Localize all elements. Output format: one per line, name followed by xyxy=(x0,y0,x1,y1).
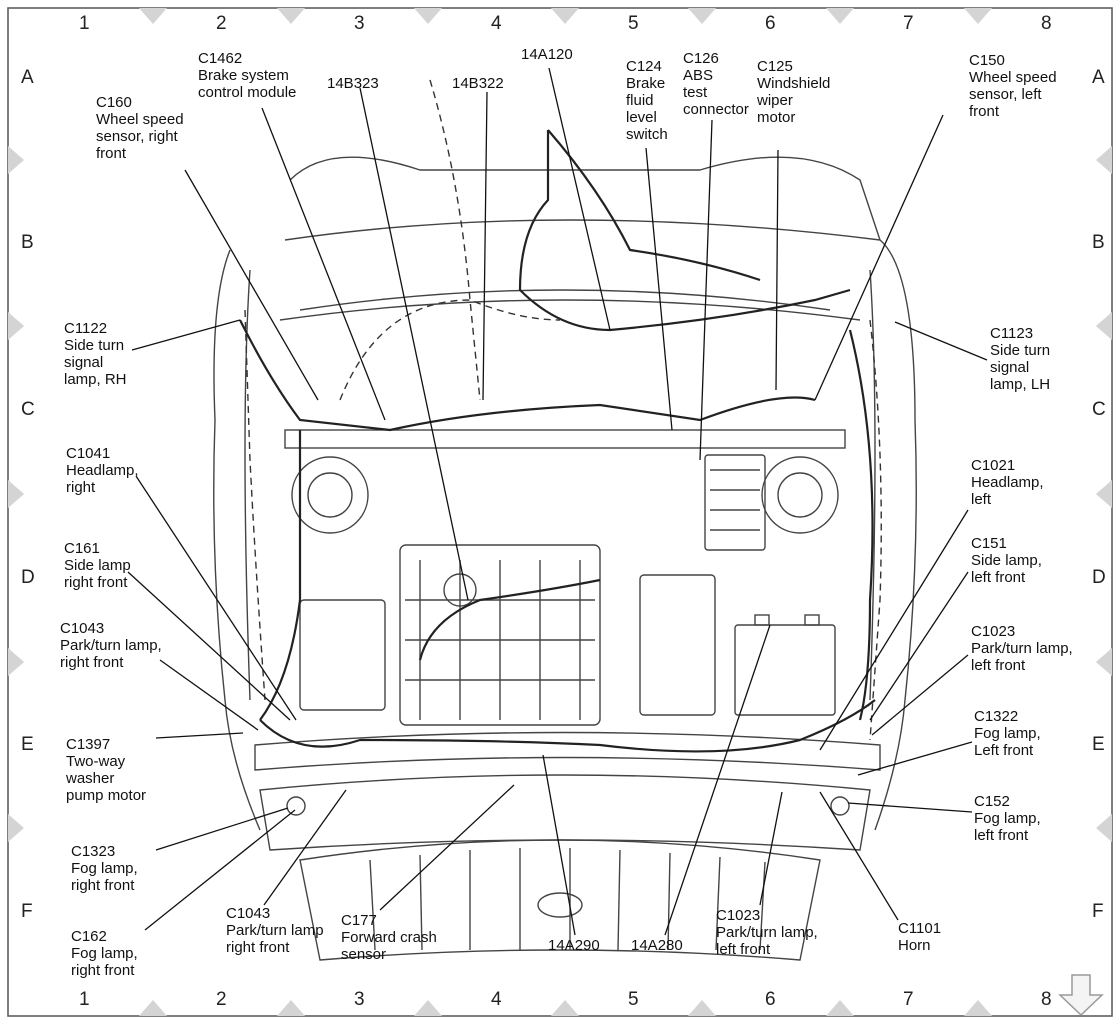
label-14b323: 14B323 xyxy=(327,75,379,92)
label-c125: C125 Windshield wiper motor xyxy=(757,58,831,126)
grid-col-top-2: 2 xyxy=(216,13,227,34)
edge-marker-bottom-5 xyxy=(826,1000,854,1016)
edge-marker-top-1 xyxy=(277,8,305,24)
label-14a280: 14A280 xyxy=(631,937,683,954)
grid-row-left-B: B xyxy=(21,232,34,253)
edge-marker-left-3 xyxy=(8,648,24,676)
label-c1322: C1322 Fog lamp, Left front xyxy=(974,708,1041,759)
label-c162: C162 Fog lamp, right front xyxy=(71,928,138,979)
label-c177: C177 Forward crash sensor xyxy=(341,912,437,963)
grid-row-left-E: E xyxy=(21,734,34,755)
label-c151: C151 Side lamp, left front xyxy=(971,535,1042,586)
label-c1123: C1123 Side turn signal lamp, LH xyxy=(990,325,1051,393)
grid-col-bottom-1: 1 xyxy=(79,989,90,1010)
label-c1462: C1462 Brake system control module xyxy=(198,50,297,101)
edge-marker-bottom-1 xyxy=(277,1000,305,1016)
label-c1122: C1122 Side turn signal lamp, RH xyxy=(64,320,127,388)
label-c1023-a: C1023 Park/turn lamp, left front xyxy=(971,623,1073,674)
edge-marker-bottom-3 xyxy=(551,1000,579,1016)
edge-marker-bottom-6 xyxy=(964,1000,992,1016)
edge-marker-right-1 xyxy=(1096,312,1112,340)
grid-row-right-D: D xyxy=(1092,567,1106,588)
grid-row-left-C: C xyxy=(21,399,35,420)
edge-marker-top-0 xyxy=(139,8,167,24)
grid-col-top-8: 8 xyxy=(1041,13,1052,34)
grid-row-left-F: F xyxy=(21,901,33,922)
grid-col-bottom-7: 7 xyxy=(903,989,914,1010)
label-14b322: 14B322 xyxy=(452,75,504,92)
edge-marker-left-0 xyxy=(8,146,24,174)
grid-col-bottom-8: 8 xyxy=(1041,989,1052,1010)
edge-marker-bottom-2 xyxy=(414,1000,442,1016)
label-c1021: C1021 Headlamp, left xyxy=(971,457,1044,508)
vehicle-engine-bay-illustration xyxy=(213,156,917,961)
label-c124: C124 Brake fluid level switch xyxy=(626,58,668,143)
grid-row-left-A: A xyxy=(21,67,34,88)
edge-marker-top-6 xyxy=(964,8,992,24)
grid-col-bottom-3: 3 xyxy=(354,989,365,1010)
grid-col-top-4: 4 xyxy=(491,13,502,34)
grid-edge-markers xyxy=(8,8,1112,1016)
grid-col-bottom-4: 4 xyxy=(491,989,502,1010)
edge-marker-bottom-0 xyxy=(139,1000,167,1016)
grid-col-top-5: 5 xyxy=(628,13,639,34)
edge-marker-top-5 xyxy=(826,8,854,24)
grid-col-bottom-6: 6 xyxy=(765,989,776,1010)
grid-row-left-D: D xyxy=(21,567,35,588)
edge-marker-left-1 xyxy=(8,312,24,340)
edge-marker-right-3 xyxy=(1096,648,1112,676)
label-c126: C126 ABS test connector xyxy=(683,50,749,118)
label-c160: C160 Wheel speed sensor, right front xyxy=(96,94,184,162)
down-arrow-icon[interactable] xyxy=(1058,974,1104,1017)
leader-lines xyxy=(127,67,988,936)
edge-marker-bottom-4 xyxy=(688,1000,716,1016)
wiring-harness-dashed xyxy=(244,79,882,741)
edge-marker-left-2 xyxy=(8,480,24,508)
grid-col-top-1: 1 xyxy=(79,13,90,34)
wiring-harness xyxy=(239,129,876,753)
label-c1397: C1397 Two-way washer pump motor xyxy=(66,736,147,804)
label-14a290: 14A290 xyxy=(548,937,600,954)
label-14a120: 14A120 xyxy=(521,46,573,63)
grid-col-bottom-2: 2 xyxy=(216,989,227,1010)
grid-col-bottom-5: 5 xyxy=(628,989,639,1010)
edge-marker-top-3 xyxy=(551,8,579,24)
grid-row-right-B: B xyxy=(1092,232,1105,253)
label-c1023-b: C1023 Park/turn lamp, left front xyxy=(716,907,818,958)
grid-row-right-F: F xyxy=(1092,901,1104,922)
label-c161: C161 Side lamp right front xyxy=(64,540,131,591)
label-c150: C150 Wheel speed sensor, left front xyxy=(969,52,1057,120)
label-c1041: C1041 Headlamp, right xyxy=(66,445,139,496)
grid-row-right-C: C xyxy=(1092,399,1106,420)
label-c1043-a: C1043 Park/turn lamp, right front xyxy=(60,620,162,671)
label-c1043-b: C1043 Park/turn lamp right front xyxy=(226,905,324,956)
edge-marker-right-4 xyxy=(1096,814,1112,842)
edge-marker-top-4 xyxy=(688,8,716,24)
label-c1323: C1323 Fog lamp, right front xyxy=(71,843,138,894)
edge-marker-right-2 xyxy=(1096,480,1112,508)
edge-marker-right-0 xyxy=(1096,146,1112,174)
edge-marker-top-2 xyxy=(414,8,442,24)
label-c152: C152 Fog lamp, left front xyxy=(974,793,1041,844)
grid-col-top-7: 7 xyxy=(903,13,914,34)
grid-row-right-A: A xyxy=(1092,67,1105,88)
grid-col-top-6: 6 xyxy=(765,13,776,34)
grid-col-top-3: 3 xyxy=(354,13,365,34)
label-c1101: C1101 Horn xyxy=(898,920,942,954)
grid-row-right-E: E xyxy=(1092,734,1105,755)
edge-marker-left-4 xyxy=(8,814,24,842)
